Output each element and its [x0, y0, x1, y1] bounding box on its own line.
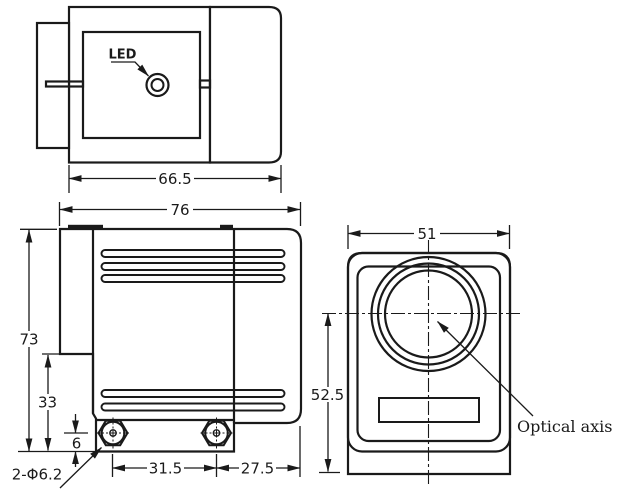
mounting-tab — [68, 224, 103, 230]
front-view: 51 52.5 Optical axis — [309, 225, 613, 484]
side-view: 76 73 33 6 31.5 — [12, 201, 303, 489]
front-height-value: 52.5 — [311, 386, 344, 404]
vent-slot — [100, 274, 286, 283]
text-mask — [414, 226, 440, 240]
holes-label: 2-Φ6.2 — [12, 466, 63, 484]
mounting-tab — [220, 224, 233, 230]
side-tab — [198, 79, 212, 89]
text-mask — [167, 202, 193, 216]
optical-axis-leader-arrow — [437, 321, 534, 417]
holes-leader-arrow — [59, 447, 102, 489]
led-leader-arrow — [111, 61, 149, 77]
front-width-value: 51 — [417, 225, 436, 243]
led-indicator-inner — [150, 78, 165, 92]
holes-callout: 2-Φ6.2 — [12, 447, 102, 489]
dimension-lower-height: 33 — [37, 353, 59, 451]
text-mask — [37, 394, 58, 410]
text-mask — [147, 461, 184, 475]
dimension-side-height: 73 — [18, 228, 96, 453]
text-mask — [156, 171, 194, 186]
dimension-hole-offset: 27.5 — [216, 426, 301, 478]
vent-slot — [100, 249, 286, 258]
text-mask — [239, 461, 276, 475]
dimension-base-height: 6 — [64, 414, 88, 467]
led-indicator-outer — [145, 72, 170, 98]
text-mask — [18, 331, 40, 347]
side-width-value: 76 — [170, 201, 189, 219]
dimension-side-width: 76 — [58, 201, 302, 226]
base-height-value: 6 — [72, 435, 82, 453]
hex-bolt-left — [97, 417, 129, 449]
text-mask — [309, 387, 346, 402]
inner-panel — [81, 30, 202, 140]
hex-bolt-right — [200, 417, 233, 449]
vent-slot — [100, 262, 286, 271]
cable-stub — [44, 80, 85, 88]
cover-extension — [208, 5, 283, 164]
top-width-value: 66.5 — [158, 170, 191, 188]
dimension-front-height: 52.5 — [309, 313, 346, 474]
dimension-top-width: 66.5 — [68, 165, 282, 193]
lower-height-value: 33 — [38, 394, 57, 412]
dimension-front-width: 51 — [347, 225, 511, 249]
top-view: LED 66.5 — [35, 5, 283, 193]
dimension-hole-spacing: 31.5 — [111, 454, 218, 478]
hole-offset-value: 27.5 — [241, 460, 274, 478]
vent-slot — [100, 389, 286, 398]
led-label: LED — [109, 48, 137, 63]
vent-slot — [100, 402, 286, 412]
optical-axis-label: Optical axis — [517, 417, 613, 436]
side-height-value: 73 — [19, 331, 38, 349]
optical-axis-callout: Optical axis — [437, 321, 613, 436]
hole-spacing-value: 31.5 — [149, 460, 182, 478]
